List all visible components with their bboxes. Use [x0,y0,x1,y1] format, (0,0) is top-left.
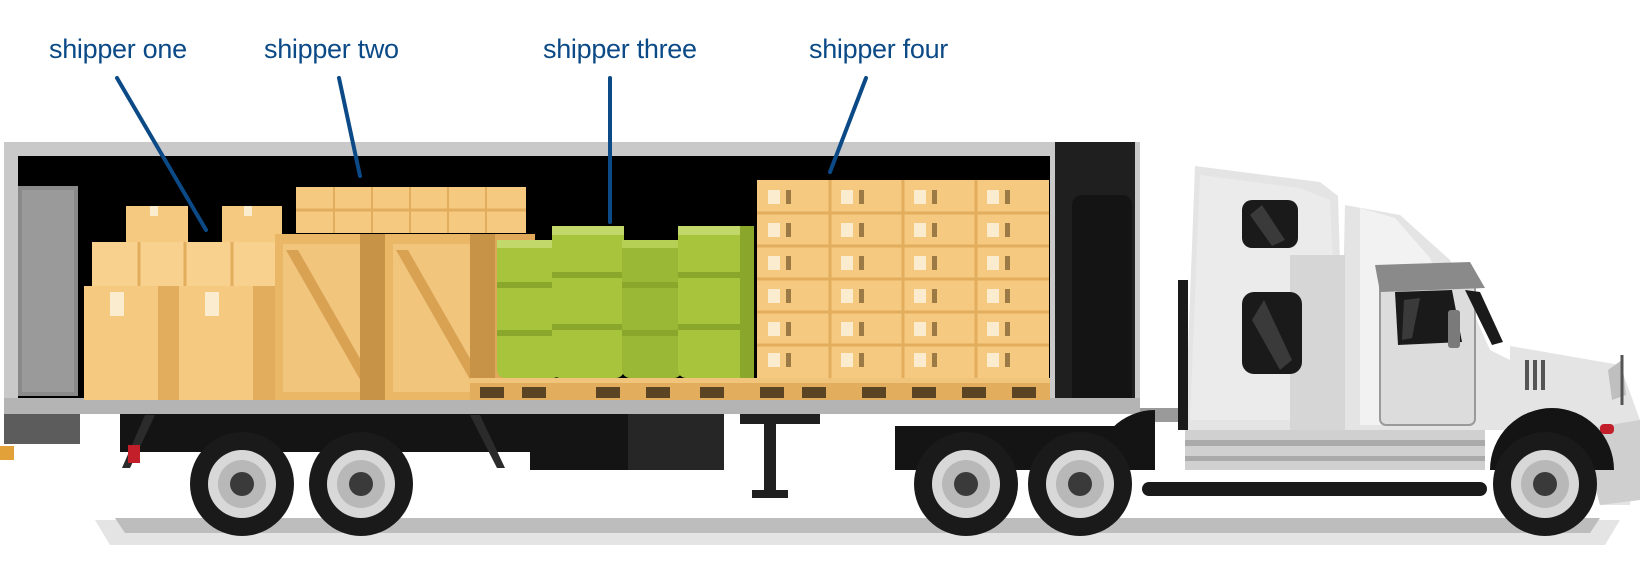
cargo-shipper-two [275,187,535,400]
barrel-icon [497,226,754,378]
label-shipper-four: shipper four [809,34,948,64]
wheel-icon [190,432,294,536]
wheel-icon [1493,432,1597,536]
wheels [190,408,1614,536]
ground-shadow [95,518,1620,545]
pallet-icon [470,378,1050,400]
leader-line-shipper-four [828,76,868,174]
cargo-shipper-four [757,180,1049,378]
wheel-icon [309,432,413,536]
leader-line-shipper-one [115,76,208,232]
leader-line-shipper-two [337,76,362,178]
cargo-shipper-three [497,226,754,378]
cargo-shipper-one [84,206,282,400]
cardboard-box-icon [757,180,1049,378]
cardboard-box-icon [296,187,526,233]
cardboard-box-icon [84,206,282,400]
wheel-icon [914,432,1018,536]
trailer-undercarriage [120,414,820,498]
leader-lines [115,76,868,232]
wheel-icon [1028,432,1132,536]
label-shipper-three: shipper three [543,34,697,64]
label-shipper-one: shipper one [49,34,187,64]
label-shipper-two: shipper two [264,34,399,64]
wooden-crate-icon [275,234,535,400]
